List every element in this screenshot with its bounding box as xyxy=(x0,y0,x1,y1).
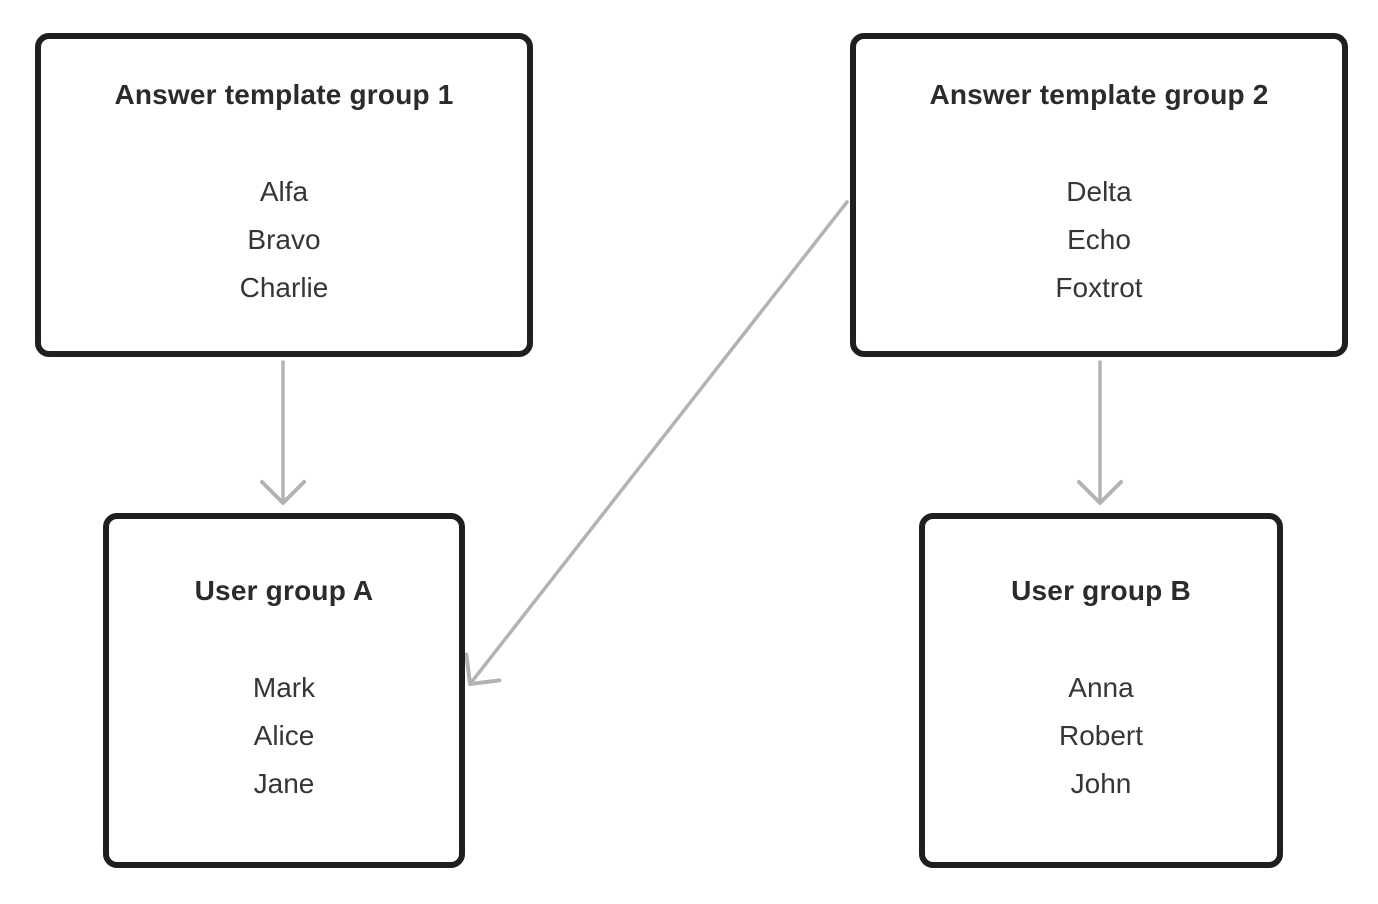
list-item: Alfa xyxy=(259,176,309,207)
list-item: Anna xyxy=(1068,671,1134,703)
list-item: Echo xyxy=(1067,224,1131,255)
node-title: Answer template group 2 xyxy=(929,79,1269,110)
list-item: John xyxy=(1070,767,1132,799)
list-item: Charlie xyxy=(239,272,329,303)
list-item: Delta xyxy=(1066,176,1132,207)
node-title: Answer template group 1 xyxy=(114,79,454,110)
list-item: Foxtrot xyxy=(1055,272,1143,303)
node-title: User group B xyxy=(1011,574,1191,606)
list-item: Bravo xyxy=(247,224,321,255)
list-item: Mark xyxy=(252,671,316,703)
node-title: User group A xyxy=(194,574,374,606)
list-item: Alice xyxy=(253,719,315,751)
list-item: Jane xyxy=(253,767,315,799)
list-item: Robert xyxy=(1058,719,1144,751)
